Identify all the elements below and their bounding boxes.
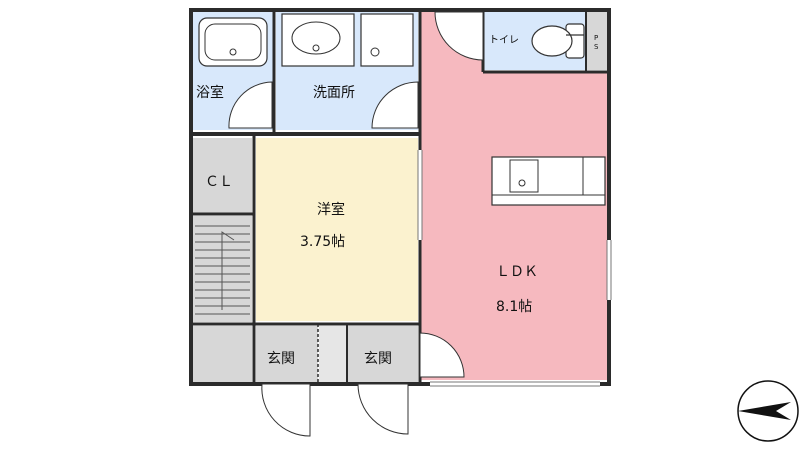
north-arrow-icon [737,380,799,442]
washing-machine-drain [370,47,380,57]
kitchen-sink [509,159,539,193]
western-room [256,138,418,321]
ldk-size: 8.1帖 [496,299,532,315]
entrance-step [319,326,347,382]
entrance-right [348,326,418,382]
ps-label-s: S [594,43,599,51]
washroom-label: 洗面所 [313,85,355,101]
toilet-label: トイレ [489,35,519,46]
washbasin-bowl [291,21,341,55]
window-frames [417,150,612,387]
entrance-left [256,326,318,382]
storage-left [193,326,252,382]
ps-label-p: P [594,34,598,42]
entrance-left-label: 玄関 [267,350,295,367]
pipe-space [587,12,607,70]
toilet-fixture [531,23,585,59]
kitchen-sink-drain [518,179,526,187]
bath-label: 浴室 [196,84,224,101]
washbasin-drain [312,44,320,52]
bathtub-drain [229,48,237,56]
kitchen-counter [491,156,606,206]
western-room-name: 洋室 [317,201,345,218]
ldk-name: ＬＤＫ [496,264,538,280]
washing-machine [360,13,414,67]
bathtub-inner [204,23,262,61]
stair-treads [195,225,250,315]
door-swings [228,11,484,437]
closet-label: ＣＬ [205,174,233,190]
closet [193,138,252,213]
entrance-right-label: 玄関 [364,350,392,367]
western-room-size: 3.75帖 [300,234,345,250]
windows [418,150,611,386]
